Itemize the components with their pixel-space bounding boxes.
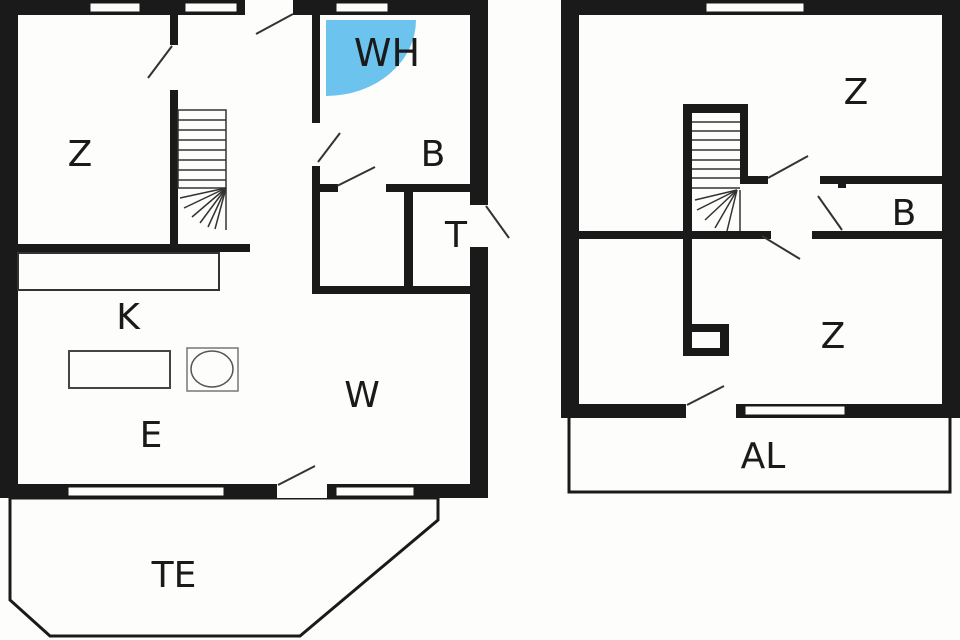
room-label-b: B [420, 134, 446, 175]
door-swing [147, 45, 173, 79]
window [184, 2, 238, 13]
stove [186, 347, 239, 392]
wall-mid-b [812, 231, 950, 239]
wall-bath-left-lower [312, 166, 320, 294]
window [89, 2, 141, 13]
room-label-e: E [139, 415, 163, 456]
window [744, 405, 846, 416]
wall-bath-bottom-b [386, 184, 476, 192]
door-swing [686, 385, 725, 406]
door-opening [686, 404, 736, 418]
window [335, 486, 415, 497]
door-swing [485, 205, 510, 239]
room-label-k: K [116, 297, 140, 338]
window [335, 2, 389, 13]
window [705, 2, 805, 13]
door-opening [277, 484, 327, 498]
wall-hall-top-b [820, 176, 950, 184]
door-swing [817, 195, 843, 231]
wall-stair-left [683, 104, 692, 356]
room-label-te: TE [151, 555, 197, 596]
room-label-z-upper-south: Z [820, 316, 846, 357]
door-opening [245, 0, 293, 15]
stove-burner [190, 350, 234, 388]
shower-area [326, 20, 416, 96]
wall-b-stub [838, 182, 846, 188]
balcony-outline [567, 408, 952, 494]
wall-left [0, 0, 18, 498]
wall-z-right-lower [170, 90, 178, 250]
staircase [177, 109, 227, 230]
door-swing [277, 465, 316, 486]
ground-floor [0, 0, 510, 638]
door-swing [336, 166, 376, 187]
wall-closet-divider [404, 190, 413, 290]
wall-bath-left-upper [312, 10, 320, 123]
room-label-z: Z [67, 134, 93, 175]
wall-top [0, 0, 488, 15]
door-swing [255, 13, 294, 35]
door-swing [317, 132, 341, 163]
wall-mid-a [571, 231, 771, 239]
room-label-t: T [445, 215, 467, 256]
room-label-wh: WH [353, 31, 421, 75]
terrace-outline [8, 496, 440, 638]
wall-right-upper [470, 0, 488, 205]
wall-bath-bottom-a [312, 184, 338, 192]
wall-right [942, 0, 960, 418]
kitchen-counter [17, 252, 220, 291]
room-label-b-upper: B [891, 193, 917, 234]
room-label-al: AL [740, 436, 786, 477]
door-swing [761, 235, 801, 260]
door-swing [767, 155, 809, 179]
wall-right-lower [470, 247, 488, 498]
wall-stair-right [740, 104, 748, 184]
chimney-inner [692, 332, 720, 348]
wall-stair-top [683, 104, 748, 113]
window [67, 486, 225, 497]
room-label-w: W [344, 375, 380, 416]
wall-z-bottom [18, 244, 250, 252]
dining-table [68, 350, 171, 389]
upper-floor [561, 0, 960, 494]
staircase [692, 121, 741, 232]
wall-z-right-upper [170, 0, 178, 45]
room-label-z-upper-north: Z [843, 72, 869, 113]
wall-left [561, 0, 579, 418]
wall-hall-top-a [740, 176, 768, 184]
wall-closet-bottom [312, 286, 476, 294]
